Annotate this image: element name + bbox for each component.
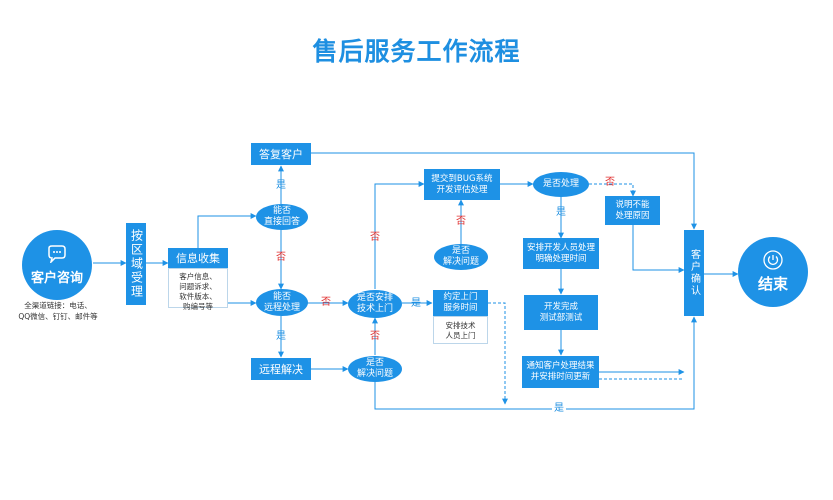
- solved-upper-line-1: 是否: [451, 246, 470, 256]
- info-detail-3: 软件版本、: [179, 292, 217, 301]
- dev-complete-node: 开发完成 测试部测试: [524, 295, 598, 330]
- can-remote-node: 能否 远程处理: [256, 289, 308, 316]
- can-answer-line-1: 能否: [272, 206, 291, 216]
- arrange-onsite-line-2: 技术上门: [356, 304, 393, 314]
- label-yes-onsite: 是: [411, 298, 421, 309]
- label-yes-process: 是: [556, 207, 566, 218]
- can-remote-line-2: 远程处理: [263, 302, 300, 313]
- arrange-dev-line-1: 安排开发人员处理: [526, 242, 595, 253]
- can-remote-line-1: 能否: [272, 291, 291, 302]
- submit-bug-node: 提交到BUG系统 开发评估处理: [424, 169, 500, 200]
- end-node: 结束: [738, 237, 808, 307]
- label-no-onsite: 否: [370, 232, 380, 243]
- info-detail-2: 问题诉求、: [179, 282, 217, 291]
- whether-process-node: 是否处理: [533, 172, 589, 197]
- info-details-box: 客户信息、 问题诉求、 软件版本、 购编号等: [168, 268, 228, 311]
- arrow-explain-confirm: [632, 224, 685, 273]
- label-yes-bottom: 是: [552, 403, 566, 415]
- solved-lower-line-2: 解决问题: [356, 369, 393, 379]
- label-no-process: 否: [605, 177, 615, 188]
- channels-line-1: 全渠道链接：电话、: [24, 301, 92, 310]
- arrow-appoint-bottom: [488, 302, 508, 405]
- arrange-dev-line-2: 明确处理时间: [535, 253, 587, 264]
- submit-bug-line-1: 提交到BUG系统: [431, 173, 493, 184]
- solved-upper-node: 是否 解决问题: [434, 244, 488, 270]
- arrow-process-explain: [589, 183, 636, 197]
- channels-line-2: QQ微信、钉钉、邮件等: [18, 312, 98, 321]
- remote-solve-node: 远程解决: [251, 358, 311, 380]
- arrow-reply-confirm: [311, 152, 697, 230]
- can-answer-line-2: 直接回答: [263, 217, 300, 227]
- appointment-details-box: 安排技术 人员上门: [433, 316, 488, 344]
- solved-upper-line-2: 解决问题: [442, 257, 479, 267]
- label-yes-direct: 是: [276, 180, 286, 191]
- can-answer-directly-node: 能否 直接回答: [256, 204, 308, 230]
- appointment-node: 约定上门 服务时间: [433, 290, 488, 316]
- label-yes-remote: 是: [276, 331, 286, 342]
- arrow-solved-confirm: [374, 316, 697, 410]
- arrow-onsite-bug: [374, 181, 425, 289]
- customer-confirm-node: 客户确认: [684, 230, 704, 316]
- appointment-line-1: 约定上门: [443, 292, 478, 302]
- dev-complete-line-1: 开发完成: [543, 301, 578, 312]
- channels-note: 全渠道链接：电话、 QQ微信、钉钉、邮件等: [10, 300, 106, 322]
- explain-cannot-line-2: 处理原因: [615, 210, 650, 221]
- chat-icon: [48, 244, 66, 263]
- solved-lower-line-1: 是否: [365, 358, 384, 368]
- arrange-onsite-node: 是否安排 技术上门: [348, 290, 402, 318]
- info-collect-node: 信息收集: [168, 248, 228, 268]
- power-icon: [763, 250, 783, 270]
- notify-result-line-2: 并安排时间更新: [530, 372, 591, 382]
- info-detail-4: 购编号等: [183, 302, 213, 311]
- solved-lower-node: 是否 解决问题: [348, 356, 402, 382]
- appointment-detail-2: 人员上门: [445, 331, 476, 340]
- label-no-solved-upper: 否: [456, 216, 466, 227]
- submit-bug-line-2: 开发评估处理: [436, 184, 488, 195]
- customer-consult-label: 客户咨询: [30, 270, 83, 286]
- appointment-line-2: 服务时间: [443, 303, 478, 313]
- notify-result-line-1: 通知客户处理结果: [526, 361, 595, 371]
- info-detail-1: 客户信息、: [179, 272, 217, 281]
- label-no-remote: 否: [321, 297, 331, 308]
- end-label: 结束: [757, 275, 788, 293]
- explain-cannot-line-1: 说明不能: [615, 199, 650, 210]
- explain-cannot-node: 说明不能 处理原因: [605, 196, 660, 225]
- arrange-dev-node: 安排开发人员处理 明确处理时间: [523, 238, 599, 269]
- page-title: 售后服务工作流程: [312, 37, 521, 66]
- customer-consult-node: 客户咨询: [22, 230, 92, 300]
- reply-customer-node: 答复客户: [251, 143, 311, 165]
- dev-complete-line-2: 测试部测试: [539, 312, 583, 323]
- notify-result-node: 通知客户处理结果 并安排时间更新: [522, 356, 599, 388]
- label-no-direct: 否: [276, 252, 286, 263]
- arrange-onsite-line-1: 是否安排: [356, 293, 393, 303]
- label-no-solved-lower: 否: [370, 331, 380, 342]
- regional-accept-node: 按区域受理: [126, 223, 146, 305]
- arrow-collect-direct: [197, 213, 257, 248]
- appointment-detail-1: 安排技术: [445, 321, 476, 330]
